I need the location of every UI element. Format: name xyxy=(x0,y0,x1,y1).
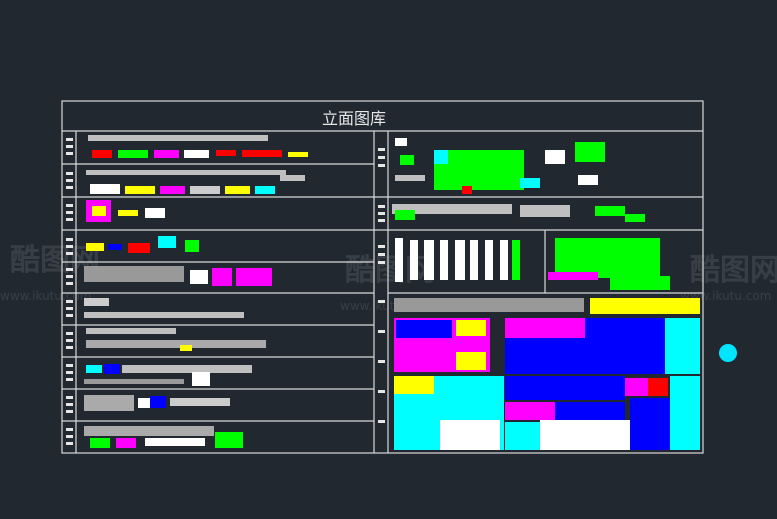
elevation-row-2[interactable] xyxy=(86,170,305,194)
elevation-row-8[interactable] xyxy=(84,364,252,386)
watermark-brand-right: 酷图网 xyxy=(690,253,777,288)
elevation-block-planters[interactable] xyxy=(548,238,670,290)
elevation-block-columns[interactable] xyxy=(395,238,520,282)
elevation-block-railings[interactable] xyxy=(392,204,645,222)
elevation-block-trees[interactable] xyxy=(395,138,605,194)
elevation-row-9[interactable] xyxy=(84,395,230,411)
elevation-row-10[interactable] xyxy=(84,426,243,448)
elevation-block-facades[interactable] xyxy=(394,298,700,450)
drawing-title: 立面图库 xyxy=(322,109,386,128)
elevation-row-1[interactable] xyxy=(88,135,308,158)
row-index-markers xyxy=(66,138,385,445)
left-row-dividers xyxy=(62,163,374,422)
elevation-row-5[interactable] xyxy=(84,266,272,286)
cyan-dot-icon[interactable] xyxy=(719,344,737,362)
watermark-brand-center: 酷图网 xyxy=(345,253,435,288)
title-block-frame xyxy=(61,100,704,454)
outer-border xyxy=(61,100,704,454)
elevation-row-6[interactable] xyxy=(84,298,244,318)
watermark-url-left: www.ikutu.com xyxy=(0,289,91,303)
elevation-row-7[interactable] xyxy=(86,328,266,351)
elevation-row-4[interactable] xyxy=(86,236,199,253)
elevation-row-3[interactable] xyxy=(86,200,165,222)
